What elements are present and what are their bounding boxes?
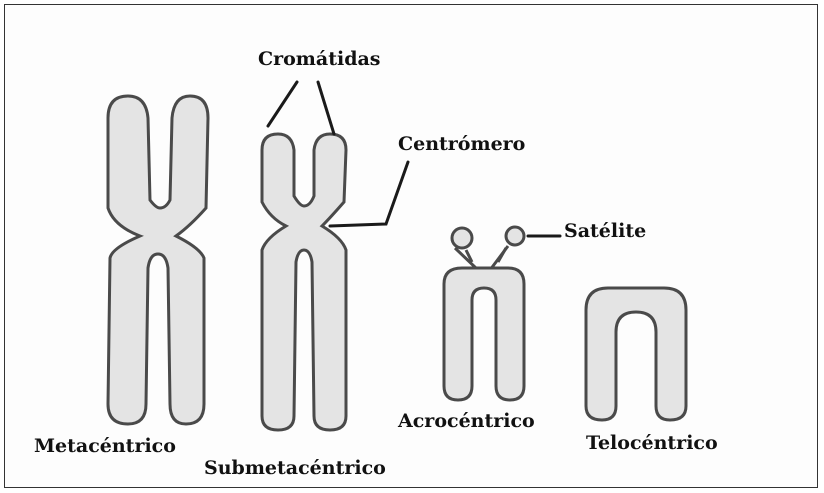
centromero-pointer (328, 160, 410, 228)
submetacentrico-label: Submetacéntrico (204, 457, 386, 479)
cromatidas-pointer-right (316, 80, 336, 136)
telocentrico-label: Telocéntrico (586, 432, 718, 454)
satellite-right (504, 225, 526, 247)
acrocentrico-label: Acrocéntrico (398, 410, 535, 432)
cromatidas-pointer-left (266, 80, 299, 128)
cromatidas-label: Cromátidas (258, 48, 381, 70)
satelite-label: Satélite (564, 220, 647, 242)
satellite-left (450, 226, 474, 250)
acrocentric-chromosome (442, 225, 526, 402)
centromero-label: Centrómero (398, 133, 526, 155)
submetacentric-chromosome (260, 132, 348, 432)
telocentric-chromosome (584, 286, 688, 422)
metacentrico-label: Metacéntrico (34, 435, 176, 457)
metacentric-chromosome (106, 94, 210, 426)
